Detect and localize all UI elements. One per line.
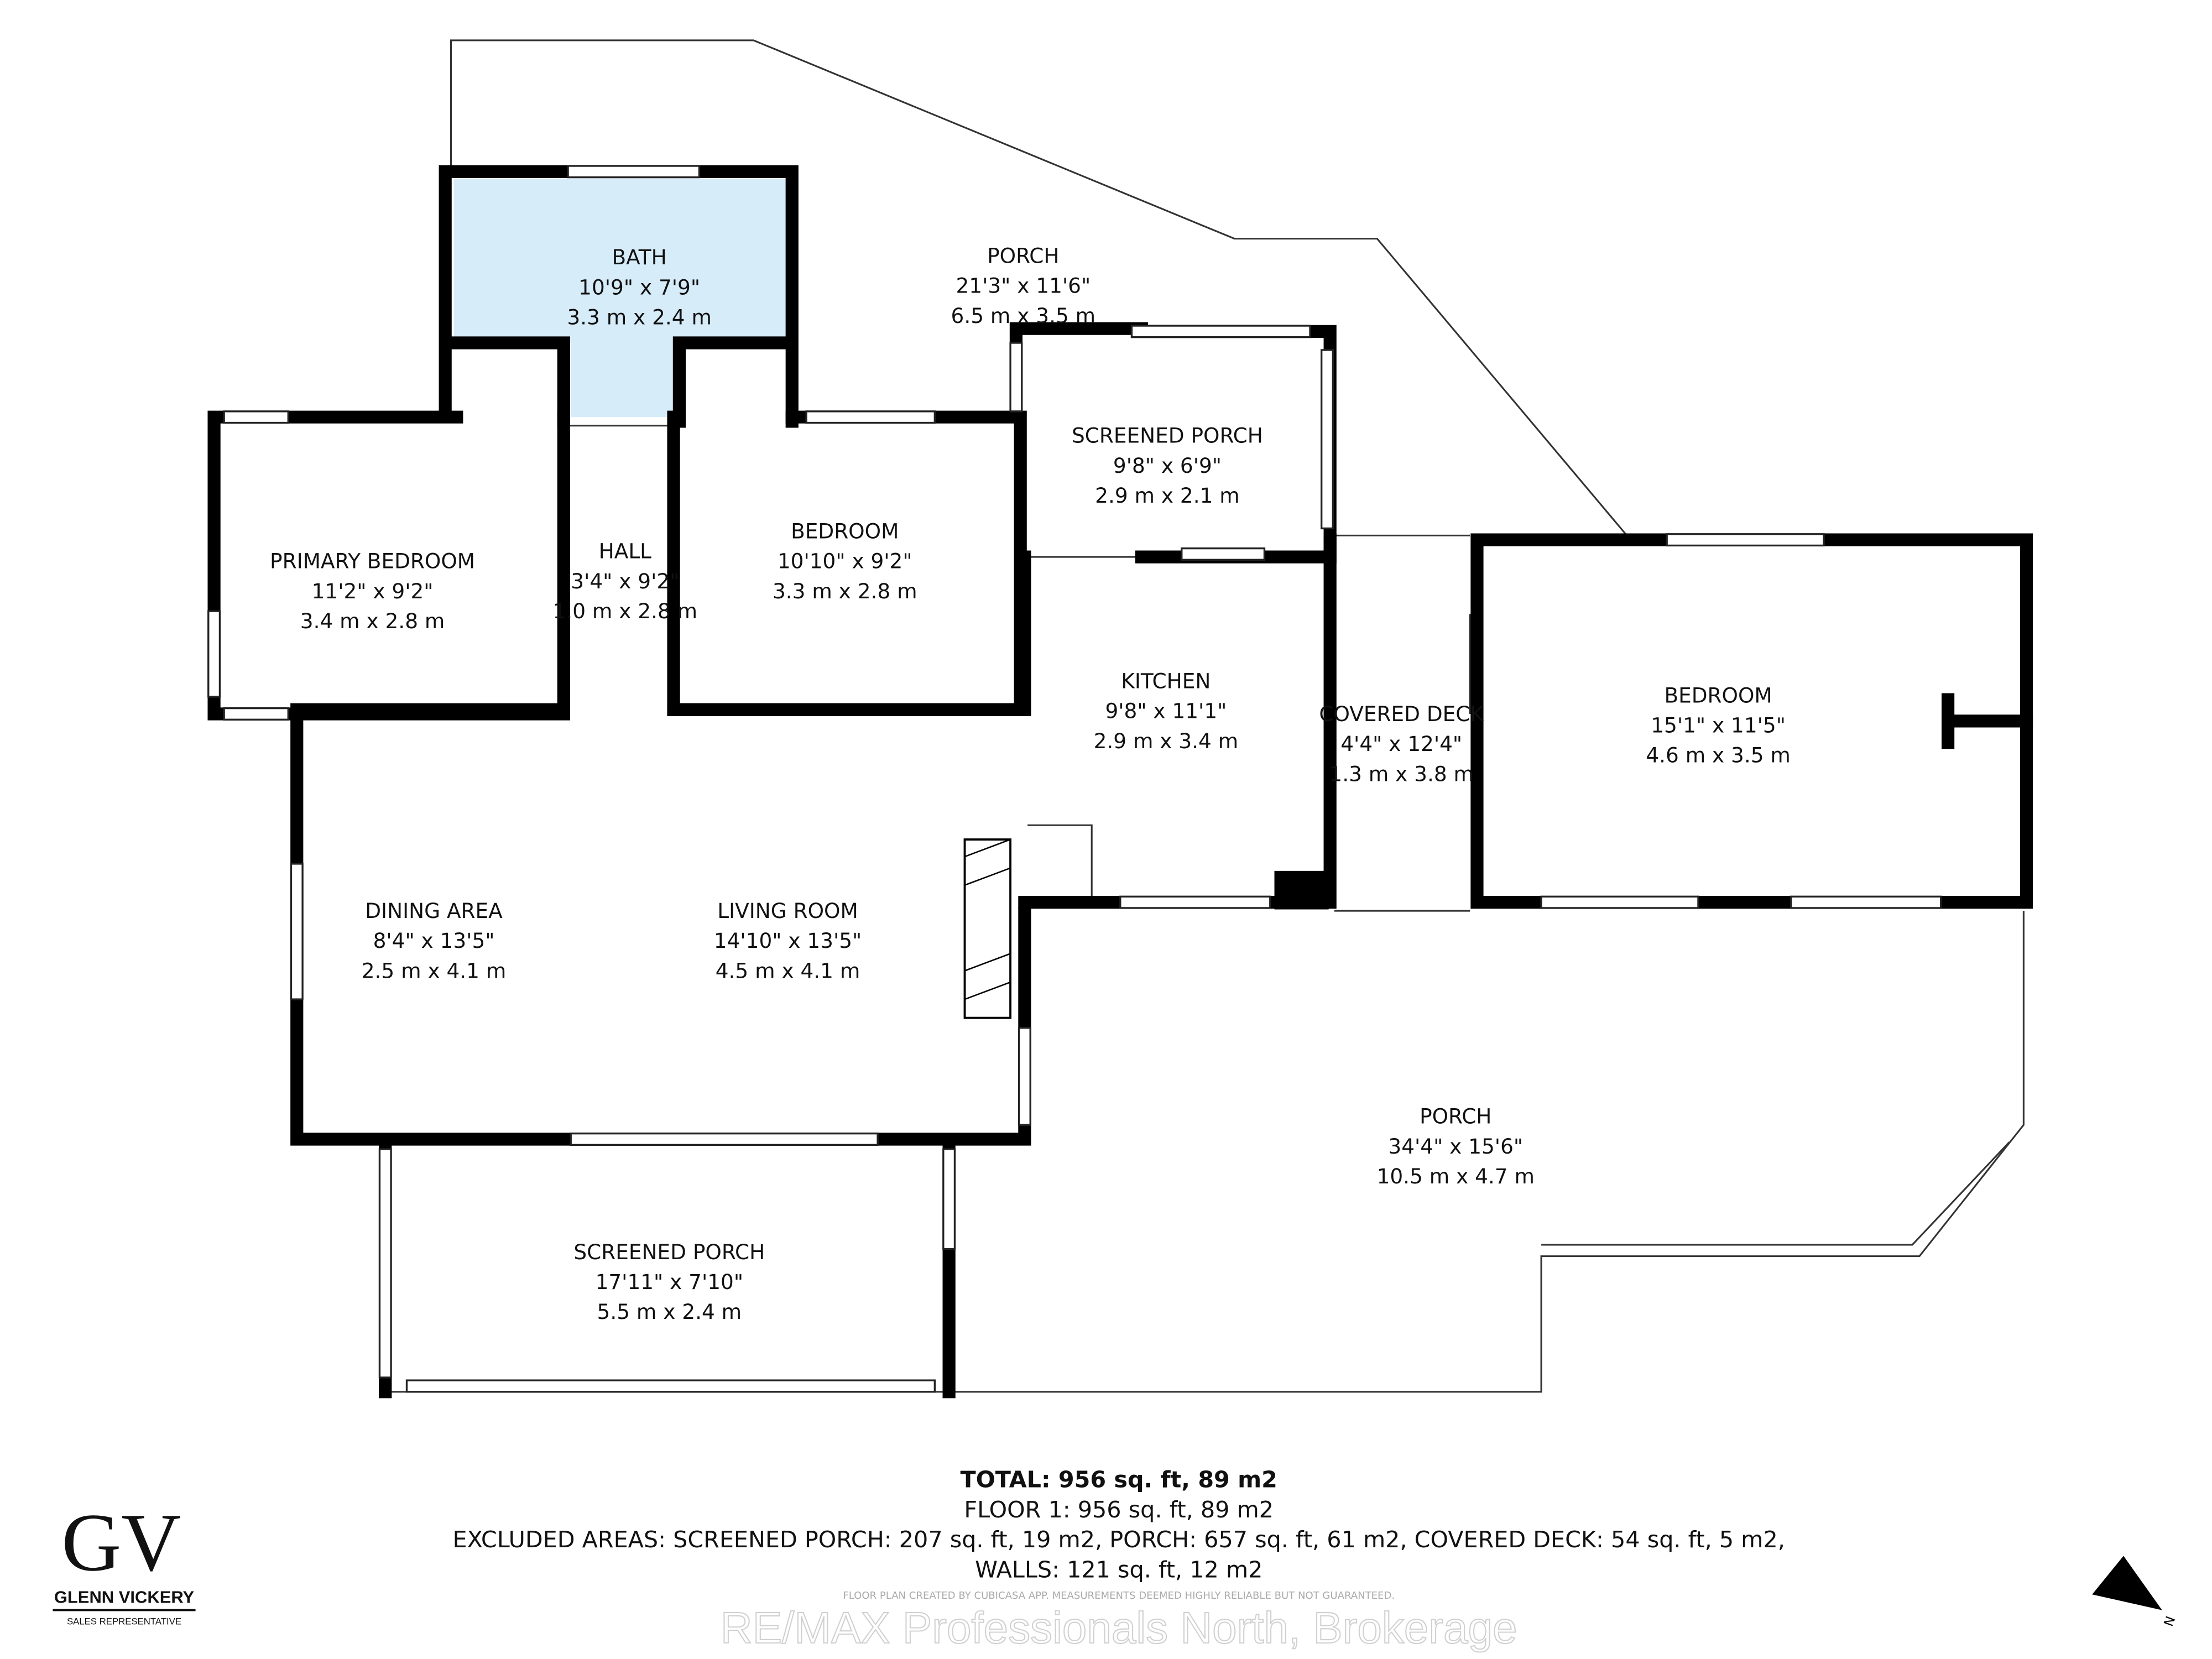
porch-bottom-outline: [949, 911, 2025, 1393]
svg-text:10'10" x 9'2": 10'10" x 9'2": [778, 549, 912, 573]
svg-text:8'4" x 13'5": 8'4" x 13'5": [373, 928, 495, 953]
bath-fill: [453, 179, 788, 418]
svg-text:34'4" x 15'6": 34'4" x 15'6": [1388, 1134, 1523, 1159]
svg-text:2.9 m x 2.1 m: 2.9 m x 2.1 m: [1095, 483, 1240, 508]
windows: [207, 165, 1942, 1393]
svg-text:10'9" x 7'9": 10'9" x 7'9": [578, 275, 700, 299]
room-label-kitchen: KITCHEN 9'8" x 11'1" 2.9 m x 3.4 m: [1094, 669, 1239, 753]
svg-text:SCREENED PORCH: SCREENED PORCH: [573, 1240, 765, 1264]
room-label-bedroom: BEDROOM 10'10" x 9'2" 3.3 m x 2.8 m: [773, 519, 917, 603]
svg-text:LIVING ROOM: LIVING ROOM: [717, 899, 858, 923]
svg-text:PORCH: PORCH: [1420, 1104, 1491, 1129]
svg-text:PRIMARY BEDROOM: PRIMARY BEDROOM: [270, 549, 475, 573]
svg-text:4'4" x 12'4": 4'4" x 12'4": [1340, 732, 1462, 756]
room-label-screened-porch-top: SCREENED PORCH 9'8" x 6'9" 2.9 m x 2.1 m: [1072, 424, 1263, 508]
svg-text:BEDROOM: BEDROOM: [791, 519, 899, 544]
svg-text:BEDROOM: BEDROOM: [1664, 683, 1772, 707]
svg-text:3.3 m x 2.8 m: 3.3 m x 2.8 m: [773, 579, 917, 603]
svg-text:1.0 m x 2.8 m: 1.0 m x 2.8 m: [553, 599, 698, 623]
floor-area: FLOOR 1: 956 sq. ft, 89 m2: [964, 1496, 1274, 1523]
room-label-screened-porch-bottom: SCREENED PORCH 17'11" x 7'10" 5.5 m x 2.…: [573, 1240, 765, 1324]
svg-text:15'1" x 11'5": 15'1" x 11'5": [1651, 713, 1786, 738]
svg-text:14'10" x 13'5": 14'10" x 13'5": [714, 928, 862, 953]
svg-text:3.4 m x 2.8 m: 3.4 m x 2.8 m: [300, 609, 445, 633]
svg-text:17'11" x 7'10": 17'11" x 7'10": [596, 1270, 744, 1294]
svg-text:2.9 m x 3.4 m: 2.9 m x 3.4 m: [1094, 729, 1239, 753]
north-arrow-icon: N: [2092, 1556, 2178, 1629]
svg-text:BATH: BATH: [612, 245, 666, 269]
svg-text:DINING AREA: DINING AREA: [365, 899, 503, 923]
svg-text:2.5 m x 4.1 m: 2.5 m x 4.1 m: [362, 958, 507, 983]
room-label-dining-area: DINING AREA 8'4" x 13'5" 2.5 m x 4.1 m: [362, 899, 507, 983]
room-label-porch-main: PORCH 34'4" x 15'6" 10.5 m x 4.7 m: [1377, 1104, 1535, 1188]
svg-text:9'8" x 6'9": 9'8" x 6'9": [1113, 453, 1222, 478]
svg-text:3.3 m x 2.4 m: 3.3 m x 2.4 m: [567, 305, 712, 329]
svg-text:11'2" x 9'2": 11'2" x 9'2": [312, 579, 434, 603]
room-label-bath: BATH 10'9" x 7'9" 3.3 m x 2.4 m: [567, 245, 712, 329]
svg-text:SCREENED PORCH: SCREENED PORCH: [1072, 424, 1263, 448]
room-label-hall: HALL 3'4" x 9'2" 1.0 m x 2.8 m: [553, 539, 698, 623]
svg-text:4.6 m x 3.5 m: 4.6 m x 3.5 m: [1646, 743, 1791, 768]
svg-text:3'4" x 9'2": 3'4" x 9'2": [571, 569, 679, 593]
svg-text:5.5 m x 2.4 m: 5.5 m x 2.4 m: [597, 1300, 742, 1324]
total-area: TOTAL: 956 sq. ft, 89 m2: [961, 1467, 1277, 1493]
watermark: RE/MAX Professionals North, Brokerage: [721, 1603, 1517, 1652]
excluded-areas: EXCLUDED AREAS: SCREENED PORCH: 207 sq. …: [453, 1526, 1785, 1553]
svg-text:6.5 m x 3.5 m: 6.5 m x 3.5 m: [951, 304, 1096, 328]
room-label-covered-deck: COVERED DECK 4'4" x 12'4" 1.3 m x 3.8 m: [1319, 702, 1484, 786]
svg-text:PORCH: PORCH: [987, 243, 1059, 268]
walls-area: WALLS: 121 sq. ft, 12 m2: [975, 1556, 1262, 1583]
porch-inner-outline: [1541, 1141, 2010, 1246]
fireplace: [963, 838, 1012, 1019]
svg-text:10.5 m x 4.7 m: 10.5 m x 4.7 m: [1377, 1164, 1535, 1188]
svg-text:HALL: HALL: [599, 539, 652, 564]
logo-monogram: GV: [61, 1497, 181, 1588]
svg-text:1.3 m x 3.8 m: 1.3 m x 3.8 m: [1329, 761, 1474, 786]
svg-text:COVERED DECK: COVERED DECK: [1319, 702, 1484, 726]
room-label-bedroom-east: BEDROOM 15'1" x 11'5" 4.6 m x 3.5 m: [1646, 683, 1791, 767]
logo-title: SALES REPRESENTATIVE: [67, 1616, 181, 1626]
svg-text:4.5 m x 4.1 m: 4.5 m x 4.1 m: [716, 958, 860, 983]
agent-logo: GV GLENN VICKERY SALES REPRESENTATIVE: [53, 1497, 196, 1626]
svg-text:KITCHEN: KITCHEN: [1121, 669, 1211, 693]
porch-top-outline: [450, 39, 1628, 536]
room-label-living-room: LIVING ROOM 14'10" x 13'5" 4.5 m x 4.1 m: [714, 899, 862, 983]
room-label-porch-top: PORCH 21'3" x 11'6" 6.5 m x 3.5 m: [951, 243, 1096, 327]
north-label: N: [2161, 1614, 2178, 1629]
room-label-primary-bedroom: PRIMARY BEDROOM 11'2" x 9'2" 3.4 m x 2.8…: [270, 549, 475, 633]
disclaimer: FLOOR PLAN CREATED BY CUBICASA APP. MEAS…: [843, 1590, 1395, 1601]
walls: [207, 165, 2033, 1399]
logo-name: GLENN VICKERY: [54, 1588, 195, 1607]
svg-text:9'8" x 11'1": 9'8" x 11'1": [1105, 699, 1227, 723]
svg-text:21'3" x 11'6": 21'3" x 11'6": [956, 274, 1091, 298]
